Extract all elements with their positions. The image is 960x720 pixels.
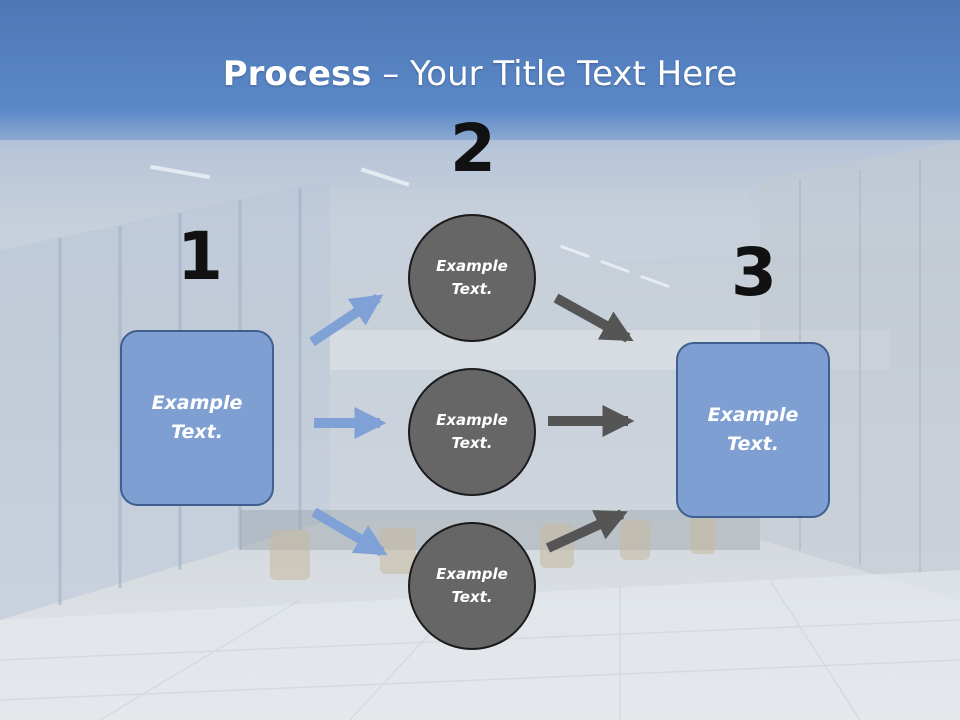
left-box-line2: Text.	[171, 421, 223, 443]
circle-mid-line2: Text.	[451, 434, 493, 452]
circle-bot-line2: Text.	[451, 588, 493, 606]
circle-top-line1: Example	[436, 257, 508, 275]
right-process-box: Example Text.	[676, 342, 830, 518]
left-box-line1: Example	[151, 392, 243, 414]
circle-node-bottom: Example Text.	[408, 522, 536, 650]
right-box-line1: Example	[707, 404, 799, 426]
step-number-2: 2	[450, 110, 496, 187]
circle-node-middle: Example Text.	[408, 368, 536, 496]
circle-top-line2: Text.	[451, 280, 493, 298]
left-process-box: Example Text.	[120, 330, 274, 506]
title-rest: – Your Title Text Here	[371, 54, 738, 94]
step-number-3: 3	[731, 234, 777, 311]
title-strong: Process	[222, 54, 372, 94]
step-number-1: 1	[177, 218, 223, 295]
circle-mid-line1: Example	[436, 411, 508, 429]
circle-node-top: Example Text.	[408, 214, 536, 342]
right-box-line2: Text.	[727, 433, 779, 455]
slide-title: Process – Your Title Text Here	[0, 52, 960, 96]
circle-bot-line1: Example	[436, 565, 508, 583]
